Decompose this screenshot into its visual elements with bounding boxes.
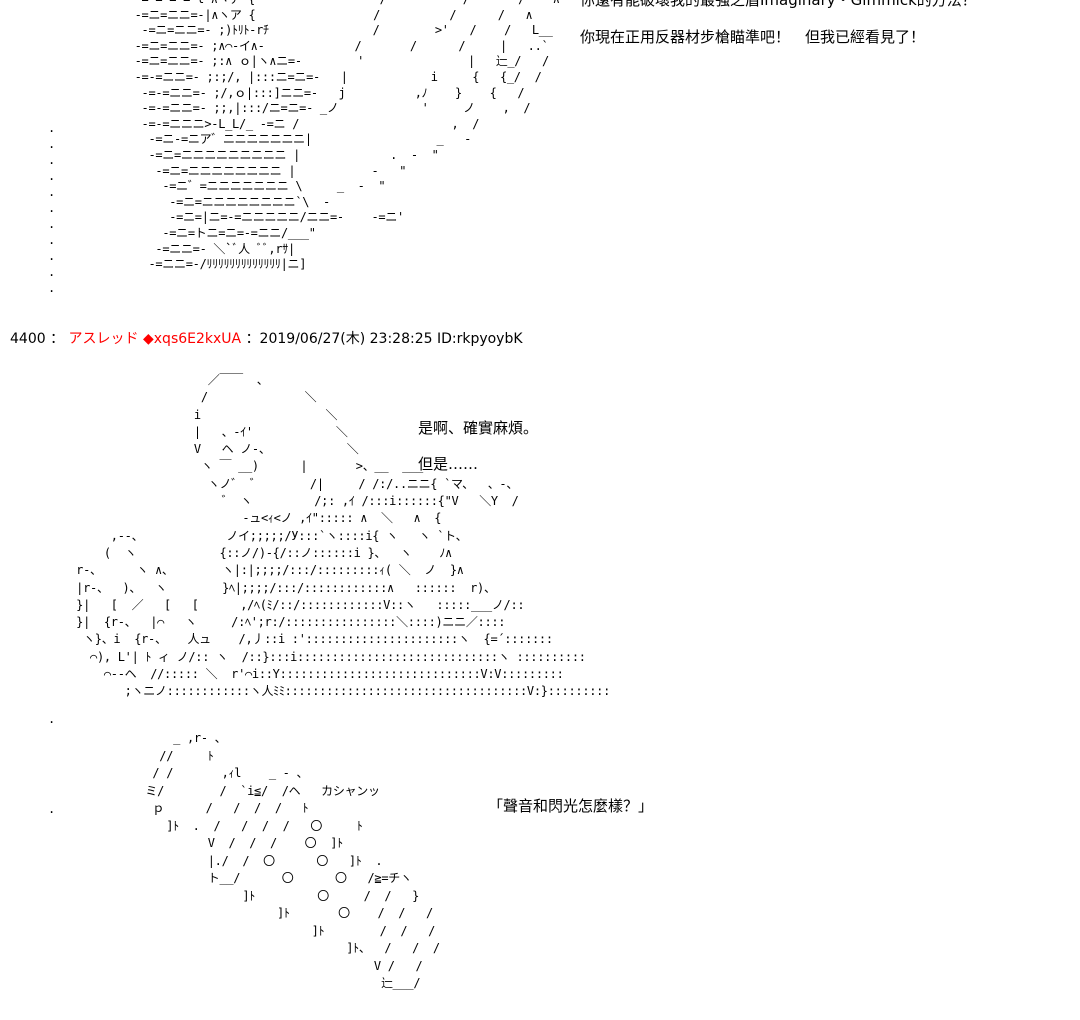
post-number: 4400: [10, 331, 46, 347]
dialogue-line: 你還有能破壞我的最強之盾Imaginary・Gimmick的方法？: [580, 0, 977, 9]
poster-trip: ◆xqs6E2kxUA: [143, 331, 242, 347]
dialogue-line: 但是……: [418, 455, 479, 473]
ascii-art-character: ／￣￣ 、 / ＼ i ＼ | 、-ｲ' ＼ V ヘ ノ-、: [76, 373, 611, 699]
ascii-art-dots: . .: [48, 712, 55, 816]
dialogue-line: 「聲音和閃光怎麼樣？」: [488, 797, 654, 815]
post-separator: ：: [50, 331, 65, 347]
post-date-id: ：2019/06/27(木) 23:28:25 ID:rkpyoybK: [245, 331, 523, 347]
ascii-art-hand: -=-=-=-=-l ∧ヽア { / / / ∧ / -=ニ=ニニ=-|∧ヽア …: [134, 0, 609, 272]
post-header: 4400 ： アスレッド ◆xqs6E2kxUA ：2019/06/27(木) …: [10, 330, 523, 348]
dialogue-line: 是啊、確實麻煩。: [418, 419, 539, 437]
ascii-art-dots: . . . . . . . . . . .: [48, 121, 55, 295]
poster-name: アスレッド: [68, 331, 139, 347]
dialogue-line: 你現在正用反器材步槍瞄準吧！ 但我已經看見了！: [580, 28, 926, 46]
ascii-art-grenade: _ ,r‐ 、 // ﾄ / / ,ｨl _ - 、 ミ/ / `i≦/ /ヘ …: [145, 731, 440, 990]
